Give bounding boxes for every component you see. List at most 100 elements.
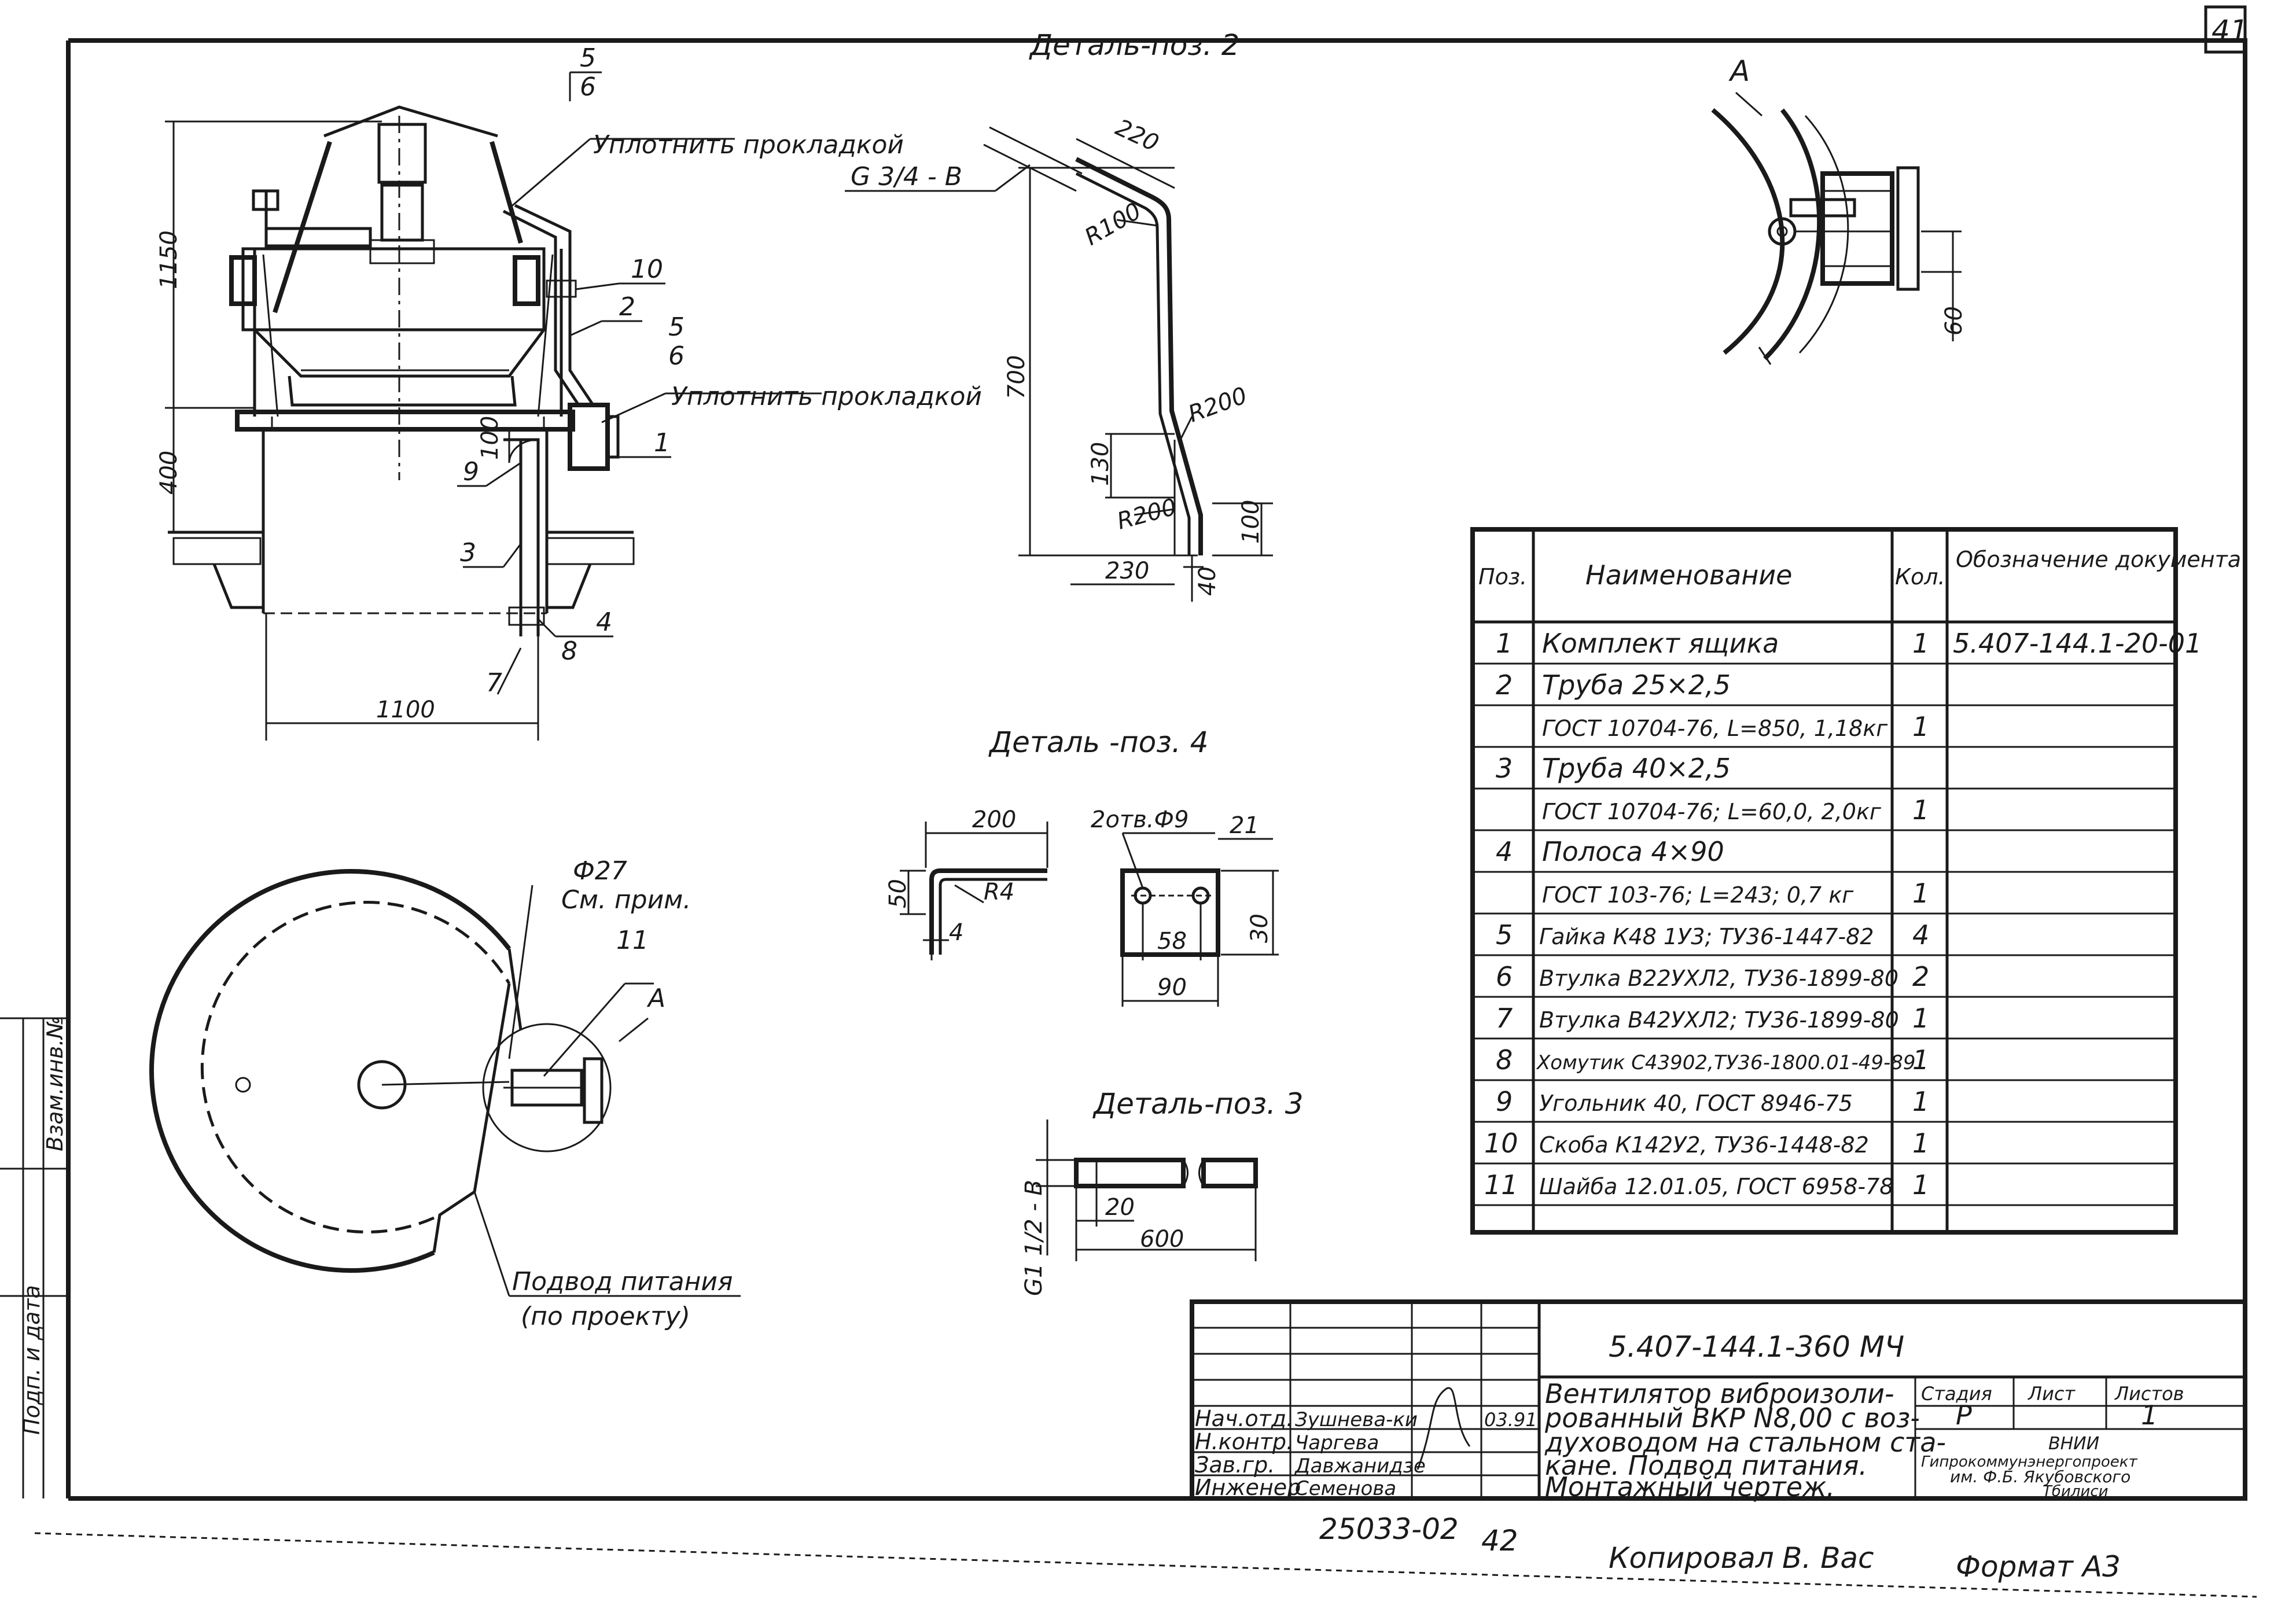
detail3-dim-20: 20 — [1105, 1194, 1135, 1221]
supply-label: Подвод питания — [512, 1267, 733, 1297]
spec-row-qty: 1 — [1912, 711, 1929, 742]
plan-note: См. прим. — [561, 885, 691, 915]
spec-row-name: Угольник 40, ГОСТ 8946-75 — [1539, 1091, 1853, 1116]
spec-row-qty: 4 — [1912, 919, 1929, 951]
stage-label: Стадия — [1921, 1383, 1992, 1405]
spec-row-name: Втулка В22УХЛ2, ТУ36-1899-80 — [1539, 966, 1898, 991]
spec-row-pos: 3 — [1496, 753, 1513, 784]
title-block — [1190, 1299, 2247, 1501]
spec-row-pos: 5 — [1496, 919, 1513, 951]
detail-pos2-drawing — [845, 126, 1273, 602]
detail2-r200-a: R200 — [1185, 382, 1251, 428]
callout-4: 4 — [596, 607, 612, 637]
callout-1: 1 — [654, 428, 670, 458]
plan-diameter: Ф27 — [573, 856, 627, 886]
format-label: Формат А3 — [1956, 1550, 2121, 1583]
spec-header-name: Наименование — [1585, 559, 1792, 591]
callout-3: 3 — [460, 538, 476, 568]
spec-row-qty: 1 — [1912, 628, 1929, 659]
title-date: 03.91 — [1484, 1409, 1537, 1431]
spec-row-pos: 6 — [1496, 961, 1513, 992]
role-1: Нач.отд. — [1195, 1406, 1293, 1431]
side-label-inventory: Взам.инв.№ — [42, 1016, 68, 1151]
seal-note-mid: Уплотнить прокладкой — [671, 382, 982, 411]
spec-row-pos: 2 — [1496, 669, 1513, 701]
spec-table — [1470, 527, 2178, 1235]
spec-row-qty: 1 — [1912, 1044, 1929, 1076]
spec-row-pos: 9 — [1496, 1086, 1513, 1117]
sheets-label: Листов — [2114, 1383, 2184, 1405]
callout-11: 11 — [616, 926, 649, 955]
spec-header-qty: Кол. — [1895, 564, 1945, 590]
callout-6-top: 6 — [580, 72, 596, 102]
org-line1: ВНИИ — [2048, 1434, 2099, 1454]
plan-view — [149, 869, 741, 1297]
title-desc-line4: кане. Подвод питания. — [1545, 1450, 1867, 1481]
spec-row-name: Комплект ящика — [1542, 628, 1779, 659]
detail2-dim-40: 40 — [1194, 566, 1221, 596]
detail2-dim-220: 220 — [1112, 114, 1163, 157]
spec-row-qty: 1 — [1912, 1003, 1929, 1034]
detail-pos3-title: Деталь-поз. 3 — [1092, 1087, 1304, 1121]
detail4-dim-50: 50 — [885, 879, 911, 908]
callout-2: 2 — [619, 292, 635, 322]
callout-8: 8 — [561, 636, 577, 666]
detail-pos4-title: Деталь -поз. 4 — [988, 726, 1208, 759]
detail2-r100: R100 — [1080, 198, 1146, 251]
role-2: Н.контр. — [1195, 1429, 1293, 1454]
name-1: Зушнева-ки — [1295, 1408, 1418, 1431]
callout-7: 7 — [486, 668, 502, 698]
spec-row-qty: 1 — [1912, 1128, 1929, 1159]
callout-view-a-plan: А — [646, 984, 665, 1013]
detail4-holes: 2отв.Ф9 — [1091, 806, 1189, 833]
title-desc-line3: духоводом на стальном ста- — [1544, 1427, 1946, 1458]
dim-1150: 1150 — [156, 230, 182, 289]
spec-header-doc: Обозначение документа — [1956, 547, 2241, 572]
spec-row-pos: 7 — [1496, 1003, 1513, 1034]
spec-row-pos: 11 — [1484, 1169, 1518, 1200]
callout-5-top: 5 — [580, 43, 596, 73]
callout-6-mid: 6 — [668, 341, 685, 371]
title-code: 5.407-144.1-360 МЧ — [1609, 1330, 1904, 1364]
spec-row-name: Скоба К142У2, ТУ36-1448-82 — [1539, 1132, 1869, 1158]
spec-row-qty: 1 — [1912, 878, 1929, 909]
seal-note-top: Уплотнить прокладкой — [593, 130, 904, 160]
copier-name: В. Вас — [1782, 1541, 1874, 1575]
spec-rows: 1 Комплект ящика 1 5.407-144.1-20-01 2 Т… — [1484, 628, 2202, 1200]
spec-row-pos: 10 — [1484, 1128, 1518, 1159]
view-a-drawing — [1711, 91, 1962, 365]
view-a-dim-60: 60 — [1941, 306, 1967, 336]
callout-10: 10 — [631, 255, 663, 284]
callout-5-mid: 5 — [668, 312, 685, 342]
sheet-frame — [0, 5, 2257, 1598]
detail2-thread: G 3/4 - B — [851, 162, 962, 192]
main-view — [165, 71, 822, 741]
stage-value: Р — [1956, 1400, 1972, 1431]
name-4: Семенова — [1295, 1477, 1396, 1500]
doc-number: 25033-02 — [1319, 1512, 1459, 1546]
detail2-dim-230: 230 — [1105, 558, 1149, 584]
spec-row-name: Гайка К48 1У3; ТУ36-1447-82 — [1539, 924, 1874, 949]
spec-row-pos: 4 — [1496, 836, 1513, 867]
detail2-dim-700: 700 — [1003, 355, 1030, 399]
sheet-number: 41 — [2212, 14, 2249, 47]
detail2-r200-b: R200 — [1114, 494, 1179, 535]
spec-row-qty: 2 — [1912, 961, 1929, 992]
org-line3: им. Ф.Б. Якубовского — [1950, 1467, 2131, 1486]
detail4-dim-30: 30 — [1246, 914, 1273, 943]
dim-400: 400 — [156, 451, 182, 495]
spec-row-name: ГОСТ 10704-76, L=850, 1,18кг — [1542, 716, 1888, 741]
spec-row-qty: 1 — [1912, 1169, 1929, 1200]
title-desc-line2: рованный ВКР N8,00 с воз- — [1544, 1402, 1920, 1434]
title-desc-line5: Монтажный чертеж. — [1545, 1471, 1835, 1502]
spec-row-qty: 1 — [1912, 794, 1929, 826]
detail4-dim-21: 21 — [1230, 812, 1259, 839]
sheet-value: 1 — [2141, 1400, 2158, 1431]
spec-row-name: Хомутик С43902,ТУ36-1800.01-49-89 — [1536, 1051, 1916, 1074]
detail4-dim-4: 4 — [949, 919, 963, 946]
detail2-dim-100: 100 — [1238, 500, 1264, 544]
detail4-dim-90: 90 — [1157, 974, 1187, 1001]
side-label-signature: Подп. и дата — [19, 1285, 45, 1435]
